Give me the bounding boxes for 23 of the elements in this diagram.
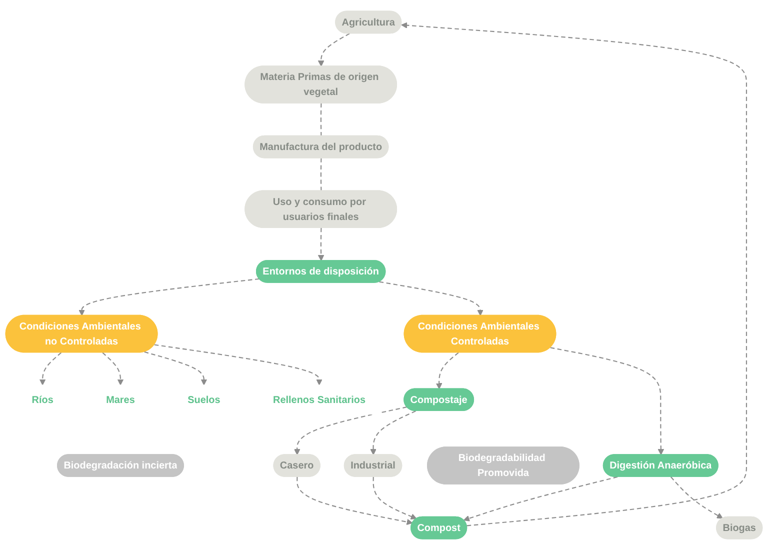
arrow: [370, 410, 416, 456]
arrow: [144, 351, 208, 386]
arrow: [550, 347, 664, 456]
arrow: [401, 22, 748, 526]
arrow: [379, 281, 484, 316]
connector: [320, 103, 322, 136]
node-text: Rellenos Sanitarios: [272, 394, 366, 405]
arrow: [318, 228, 324, 262]
node-text: Ríos: [32, 394, 54, 405]
arrow: [102, 352, 124, 386]
node-text: Mares: [106, 394, 135, 405]
node-text: Suelos: [188, 394, 220, 405]
arrow: [296, 476, 413, 525]
arrow: [318, 33, 350, 67]
arrow: [154, 344, 322, 386]
arrow: [463, 476, 618, 522]
arrow: [436, 352, 459, 390]
connector: [320, 158, 322, 191]
arrow: [372, 476, 417, 520]
arrow: [39, 352, 62, 386]
arrow: [294, 406, 407, 456]
arrow: [78, 278, 260, 316]
arrow: [670, 476, 724, 519]
